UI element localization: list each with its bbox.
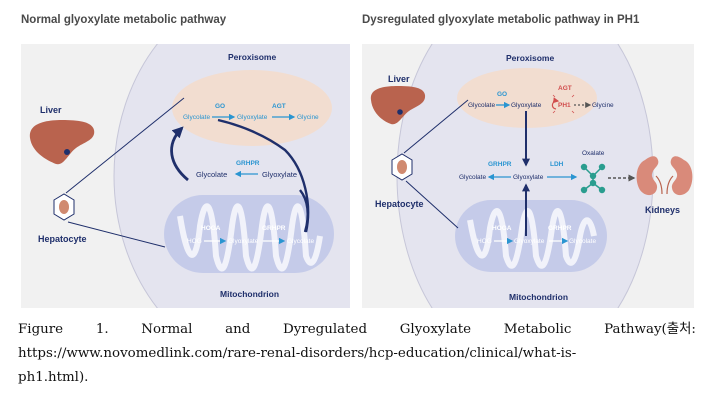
mito-export-arrow <box>299 189 309 233</box>
kidneys-label: Kidneys <box>645 205 680 215</box>
zoom-line <box>67 221 166 248</box>
agt-enzyme-label: AGT <box>272 103 286 110</box>
glycolate-recycle-arrow <box>170 126 189 182</box>
grhpr-cytosol-label: GRHPR <box>488 161 512 168</box>
figure-caption: Figure 1. Normal and Dyregulated Glyoxyl… <box>18 318 696 390</box>
hoga-enzyme-label: HOGA <box>492 225 512 232</box>
glyoxylate-mito-label: Glyoxylate <box>228 238 259 245</box>
normal-pathway-panel: Liver Hepatocyte Peroxisome Mitochondrio… <box>21 44 350 308</box>
glyoxylate-cytosol-label: Glyoxylate <box>513 174 544 181</box>
mitochondrion-organelle <box>164 195 334 273</box>
normal-pathway-title: Normal glyoxylate metabolic pathway <box>21 14 227 26</box>
grhpr-mito-label: GRHPR <box>262 225 286 232</box>
liver-label: Liver <box>388 74 410 84</box>
liver-organ <box>29 120 95 165</box>
kidneys-icon <box>636 156 693 196</box>
glycolate-mito-label: Glycolate <box>287 238 314 245</box>
grhpr-cytosol-label: GRHPR <box>236 160 260 167</box>
ldh-enzyme-label: LDH <box>550 161 564 168</box>
hepatocyte-cell <box>53 193 75 221</box>
caption-word: Glyoxylate <box>399 322 472 337</box>
go-enzyme-label: GO <box>497 91 507 98</box>
ph1-pathway-title: Dysregulated glyoxylate metabolic pathwa… <box>362 14 640 26</box>
ph1-disruption-marks <box>552 94 575 114</box>
ph1-pathway-panel: Liver Hepatocyte Peroxisome Mitochondrio… <box>362 44 694 308</box>
mitochondrion-label: Mitochondrion <box>220 289 279 299</box>
caption-word: 1. <box>95 322 109 337</box>
caption-word: and <box>225 322 251 337</box>
caption-word: Dyregulated <box>283 322 368 337</box>
hepatocyte-cell <box>391 153 413 181</box>
hog-label: HOG <box>477 238 492 245</box>
agt-blocked-arrow <box>551 97 560 110</box>
glycine-label: Glycine <box>592 102 614 109</box>
glycolate-peroxisome-label: Glycolate <box>183 114 210 121</box>
glycolate-cytosol-label: Glycolate <box>196 170 227 179</box>
caption-line-3: ph1.html). <box>18 370 89 385</box>
zoom-line <box>65 97 185 194</box>
peroxisome-organelle <box>172 70 332 146</box>
glycolate-cytosol-label: Glycolate <box>459 174 486 181</box>
caption-word: Figure <box>18 322 64 337</box>
oxalate-molecule-icon <box>580 163 606 194</box>
hepatocyte-label: Hepatocyte <box>375 199 424 209</box>
peroxisome-organelle <box>457 68 597 128</box>
caption-word: Pathway(출처: <box>604 322 696 337</box>
zoom-line <box>405 180 459 229</box>
glyoxylate-cytosol-label: Glyoxylate <box>262 170 297 179</box>
caption-line-2: https://www.novomedlink.com/rare-renal-d… <box>18 346 577 361</box>
glycolate-peroxisome-label: Glycolate <box>468 102 495 109</box>
hepatocyte-label: Hepatocyte <box>38 234 87 244</box>
zoom-line <box>403 99 469 154</box>
glycolate-mito-label: Glycolate <box>569 238 596 245</box>
hog-label: HOG <box>187 238 202 245</box>
glyoxylate-peroxisome-label: Glyoxylate <box>237 114 268 121</box>
glycine-label: Glycine <box>297 114 319 121</box>
caption-word: Metabolic <box>503 322 572 337</box>
go-enzyme-label: GO <box>215 103 225 110</box>
caption-word: Normal <box>141 322 193 337</box>
peroxisome-label: Peroxisome <box>506 53 554 63</box>
glyoxylate-peroxisome-label: Glyoxylate <box>511 102 542 109</box>
mitochondrion-label: Mitochondrion <box>509 292 568 302</box>
caption-line-1: Figure 1. Normal and Dyregulated Glyoxyl… <box>18 318 696 342</box>
peroxisome-label: Peroxisome <box>228 52 276 62</box>
grhpr-mito-label: GRHPR <box>548 225 572 232</box>
oxalate-label: Oxalate <box>582 150 605 157</box>
liver-label: Liver <box>40 105 62 115</box>
hoga-enzyme-label: HOGA <box>201 225 221 232</box>
ph1-label: PH1 <box>558 102 571 109</box>
agt-enzyme-label: AGT <box>558 85 572 92</box>
mitochondrion-organelle <box>455 200 607 272</box>
glyoxylate-mito-label: Glyoxylate <box>514 238 545 245</box>
liver-organ <box>370 86 426 125</box>
